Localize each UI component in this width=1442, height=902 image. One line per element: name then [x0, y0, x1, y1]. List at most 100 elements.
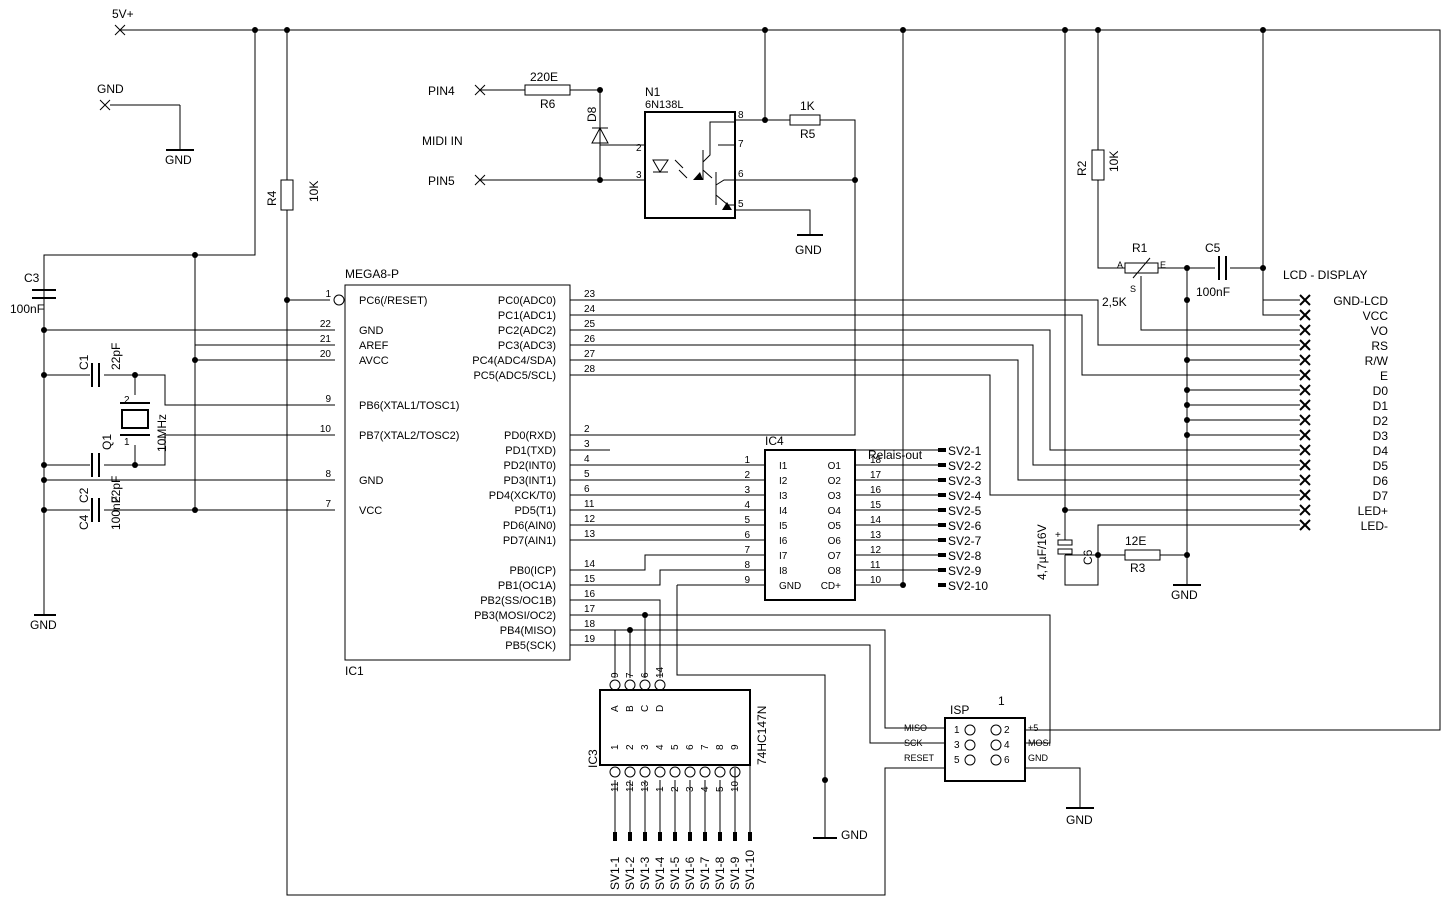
- ic3-pin-name: 7: [700, 744, 711, 750]
- lcd-pin-mark: [1299, 309, 1311, 321]
- svg-text:220E: 220E: [530, 70, 558, 84]
- ic1-right-pins: 23PC0(ADC0)24PC1(ADC1)25PC2(ADC2)26PC3(A…: [472, 289, 595, 652]
- svg-text:2,5K: 2,5K: [1102, 295, 1127, 309]
- ic4-pin-num: 9: [744, 575, 750, 586]
- sv2-label: SV2-6: [948, 519, 982, 533]
- ic4-pin-name: I3: [779, 491, 788, 502]
- ic1-pin-name: PD5(T1): [514, 505, 556, 517]
- ic1-pin-name: GND: [359, 325, 384, 337]
- svg-text:6: 6: [738, 169, 744, 180]
- ic1-pin-name: PB5(SCK): [505, 640, 556, 652]
- svg-text:GND: GND: [841, 828, 868, 842]
- svg-text:6N138L: 6N138L: [645, 99, 684, 111]
- ic1-pin-name: PC3(ADC3): [498, 340, 556, 352]
- ic1-pin-name: GND: [359, 475, 384, 487]
- svg-text:MEGA8-P: MEGA8-P: [345, 267, 399, 281]
- capacitor-c1: C1 22pF: [77, 343, 123, 387]
- svg-text:R1: R1: [1132, 241, 1148, 255]
- svg-text:5V+: 5V+: [112, 7, 134, 21]
- sv1-pin: [748, 832, 752, 841]
- sv1-label: SV1-3: [638, 856, 652, 890]
- ic3-pin-name: 1: [610, 744, 621, 750]
- ic1-pin-num: 20: [320, 349, 332, 360]
- ic3-pin-name: B: [625, 705, 636, 712]
- ic4-pin-num: 17: [870, 470, 882, 481]
- ic1-pin-num: 12: [584, 514, 596, 525]
- sv2-pin: [938, 463, 946, 467]
- ic3-pin-bubble: [699, 766, 711, 778]
- gnd-symbols: GND GND GND GND GND GND: [30, 149, 1201, 842]
- sv1-label: SV1-9: [728, 856, 742, 890]
- lcd-pin-mark: [1299, 339, 1311, 351]
- ic3-pin-name: A: [610, 705, 621, 712]
- ic3-pin-num: 4: [700, 786, 711, 792]
- svg-text:3: 3: [636, 170, 642, 181]
- sv2-pin: [938, 523, 946, 527]
- ic4-pin-num: 12: [870, 545, 882, 556]
- ic4-pin-num: 15: [870, 500, 882, 511]
- ic3-pin-bubble: [609, 766, 621, 778]
- lcd-pin-mark: [1299, 474, 1311, 486]
- svg-text:MISO: MISO: [904, 723, 927, 733]
- svg-text:PIN4: PIN4: [428, 84, 455, 98]
- ic4-pin-name: O2: [828, 476, 842, 487]
- ic1-pin-num: 16: [584, 589, 596, 600]
- ic3-pin-name: 3: [640, 744, 651, 750]
- svg-text:10MHz: 10MHz: [155, 414, 169, 452]
- ic4-pin-name: I4: [779, 506, 788, 517]
- lcd-pin-label: D3: [1373, 429, 1389, 443]
- svg-text:12E: 12E: [1125, 534, 1146, 548]
- svg-text:5: 5: [954, 755, 960, 766]
- ic4-pin-name: I6: [779, 536, 788, 547]
- svg-text:IC3: IC3: [586, 749, 600, 768]
- sv1-label: SV1-2: [623, 856, 637, 890]
- ic3-pin-name: 9: [730, 744, 741, 750]
- svg-text:R2: R2: [1075, 160, 1089, 176]
- svg-text:GND: GND: [30, 618, 57, 632]
- svg-text:MIDI IN: MIDI IN: [422, 134, 463, 148]
- sv1-pin: [688, 832, 692, 841]
- ic1-pin-num: 15: [584, 574, 596, 585]
- ic1-pin-num: 28: [584, 364, 596, 375]
- lcd-pin-mark: [1299, 459, 1311, 471]
- lcd-pins: GND-LCDVCCVORSR/WED0D1D2D3D4D5D6D7LED+LE…: [1299, 294, 1389, 533]
- ic4-pin-num: 16: [870, 485, 882, 496]
- sv1-label: SV1-8: [713, 856, 727, 890]
- ic1-pin-num: 13: [584, 529, 596, 540]
- lcd-pin-mark: [1299, 489, 1311, 501]
- svg-text:R3: R3: [1130, 561, 1146, 575]
- resistor-r5: 1K R5: [789, 99, 821, 141]
- svg-text:22pF: 22pF: [109, 476, 123, 503]
- ic4-pin-name: I1: [779, 461, 788, 472]
- sv1-pin: [628, 832, 632, 841]
- capacitor-c4: C4 100nF: [77, 496, 123, 530]
- ic4-pin-num: 14: [870, 515, 882, 526]
- ic1-pin-num: 9: [325, 394, 331, 405]
- lcd-pin-mark: [1299, 324, 1311, 336]
- ic1-pin-num: 21: [320, 334, 332, 345]
- ic1-pin-num: 24: [584, 304, 596, 315]
- lcd-pin-mark: [1299, 504, 1311, 516]
- ic4-pin-name: I8: [779, 566, 788, 577]
- resistor-r4: R4 10K: [265, 179, 321, 211]
- diode-d8: D8: [585, 106, 609, 144]
- sv2-pin: [938, 493, 946, 497]
- svg-text:10K: 10K: [1107, 151, 1121, 172]
- ic1-pin-name: PB0(ICP): [510, 565, 556, 577]
- ic1-pin-num: 11: [584, 499, 595, 510]
- sv2-pin: [938, 553, 946, 557]
- sv1-pin: [658, 832, 662, 841]
- lcd-pin-label: R/W: [1365, 354, 1389, 368]
- lcd-pin-mark: [1299, 399, 1311, 411]
- ic4-pin-num: 13: [870, 530, 882, 541]
- ic3-pin-name: D: [655, 705, 666, 712]
- ic3-pin-bubble: [714, 766, 726, 778]
- svg-text:C5: C5: [1205, 241, 1221, 255]
- ic1-pin-name: VCC: [359, 505, 382, 517]
- svg-text:3: 3: [954, 740, 960, 751]
- ic3-pin-num: 9: [610, 672, 621, 678]
